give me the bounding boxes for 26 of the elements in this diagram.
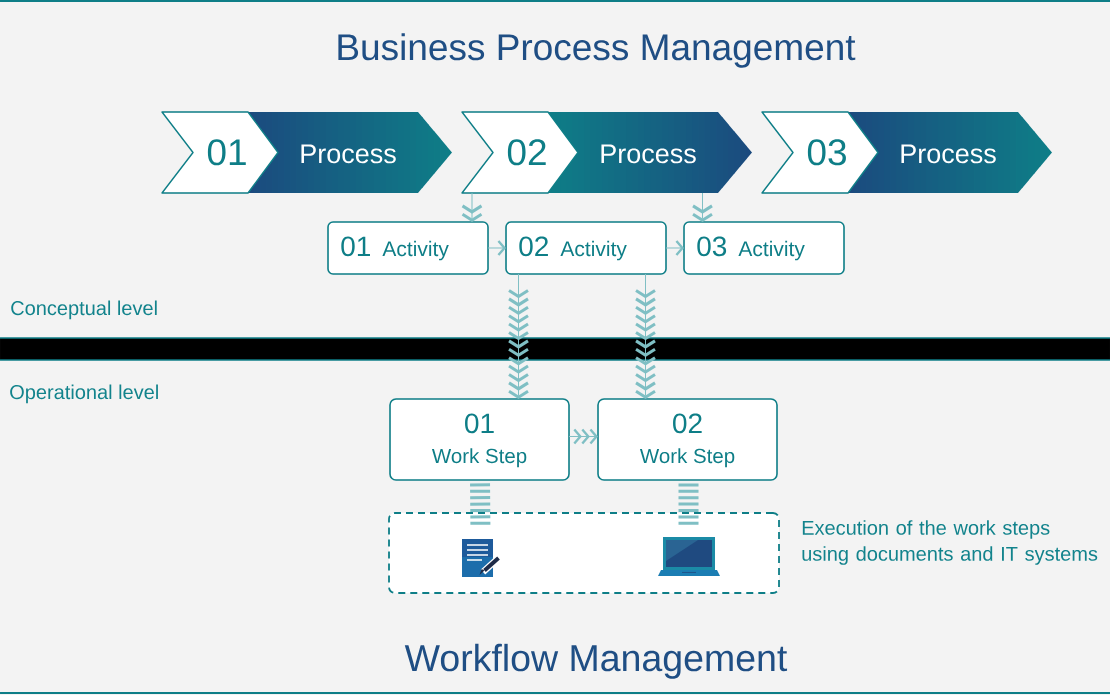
node-label: Process [901, 144, 996, 164]
process-step: 01 Process [161, 111, 452, 194]
description-text: Execution of the work steps using documents and IT systems [802, 520, 1098, 565]
node-label: Process [301, 144, 396, 164]
work-step-box: 01 Work Step [389, 398, 570, 481]
chevron-arrow [487, 240, 506, 256]
chevron-arrow [665, 240, 684, 256]
chevron-arrow [568, 428, 598, 445]
activity-box: 03 Activity [683, 221, 845, 275]
level-label: Operational level [10, 384, 158, 404]
work-step-box: 02 Work Step [597, 398, 778, 481]
document-icon [462, 539, 501, 577]
chevron-arrow [508, 273, 529, 399]
chevron-arrow [692, 192, 713, 222]
process-step: 03 Process [761, 111, 1052, 194]
activity-box: 02 Activity [505, 221, 667, 275]
chevron-arrow [635, 273, 656, 399]
chevron-arrow [461, 192, 483, 222]
heading: Workflow Management [404, 643, 788, 679]
activity-box: 01 Activity [327, 221, 489, 275]
node-label: Process [601, 144, 696, 164]
laptop-icon [658, 537, 720, 576]
title: Business Process Management [338, 33, 856, 68]
process-step: 02 Process [461, 111, 752, 194]
striped-connector [678, 480, 699, 528]
level-label: Conceptual level [11, 300, 157, 320]
